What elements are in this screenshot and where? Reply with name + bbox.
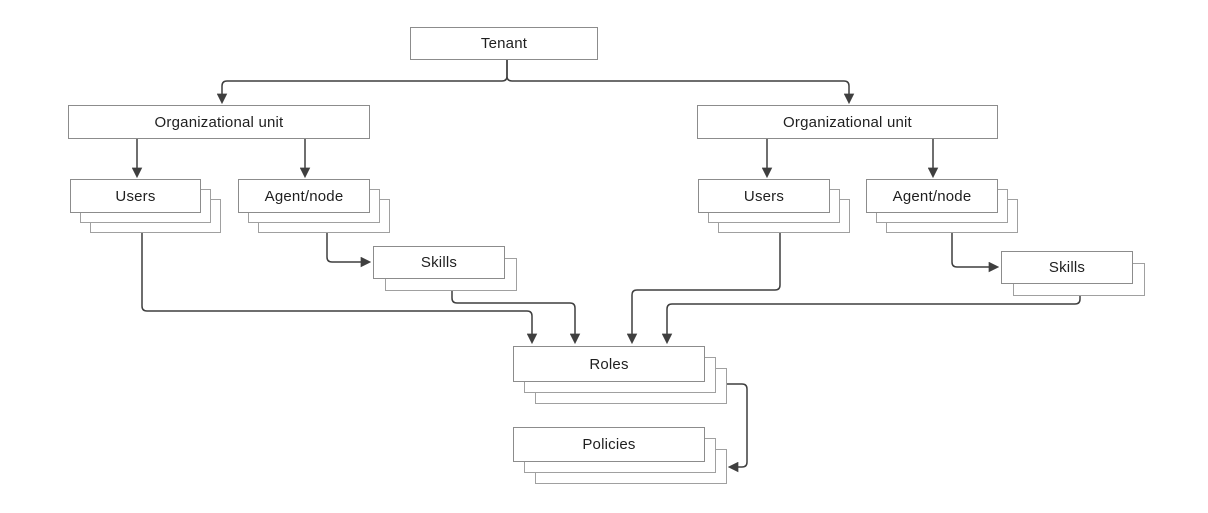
node-tenant-label: Tenant [480,35,528,52]
node-skills-left-box: Skills [373,246,505,279]
node-policies: Policies [513,427,727,484]
node-users-right-box: Users [698,179,830,213]
node-users-right: Users [698,179,850,233]
node-policies-box: Policies [513,427,705,462]
edge-tenant-to-org-right [506,60,855,105]
node-org-unit-right-box: Organizational unit [697,105,998,139]
node-agent-node-right-box: Agent/node [866,179,998,213]
node-skills-left-label: Skills [420,254,458,271]
node-skills-right: Skills [1001,251,1145,296]
node-users-left: Users [70,179,221,233]
node-skills-right-label: Skills [1048,259,1086,276]
edge-users-right-to-roles [626,233,781,345]
node-org-unit-left-box: Organizational unit [68,105,370,139]
node-agent-node-left-label: Agent/node [264,187,344,205]
node-skills-right-box: Skills [1001,251,1133,284]
node-roles-label: Roles [589,355,629,373]
node-agent-node-left-box: Agent/node [238,179,370,213]
node-skills-left: Skills [373,246,517,291]
edge-tenant-to-org-left [216,60,508,105]
edge-skills-right-to-roles [661,296,1081,345]
edge-agent-right-to-skills-right [951,233,1000,273]
node-org-unit-right: Organizational unit [697,105,998,139]
node-users-left-box: Users [70,179,201,213]
node-tenant: Tenant [410,27,598,60]
node-org-unit-right-label: Organizational unit [783,113,912,131]
node-agent-node-right: Agent/node [866,179,1018,233]
edge-skills-left-to-roles [451,291,581,345]
node-agent-node-right-label: Agent/node [892,187,972,205]
edge-agent-left-to-skills-left [326,233,372,268]
node-policies-label: Policies [582,436,636,453]
node-agent-node-left: Agent/node [238,179,390,233]
node-org-unit-left-label: Organizational unit [154,113,284,131]
node-org-unit-left: Organizational unit [68,105,370,139]
node-tenant-box: Tenant [410,27,598,60]
edge-roles-to-policies [727,383,748,473]
node-users-right-label: Users [743,187,785,205]
node-roles: Roles [513,346,727,404]
node-roles-box: Roles [513,346,705,382]
edge-users-left-to-roles [141,233,538,345]
node-users-left-label: Users [115,187,156,205]
